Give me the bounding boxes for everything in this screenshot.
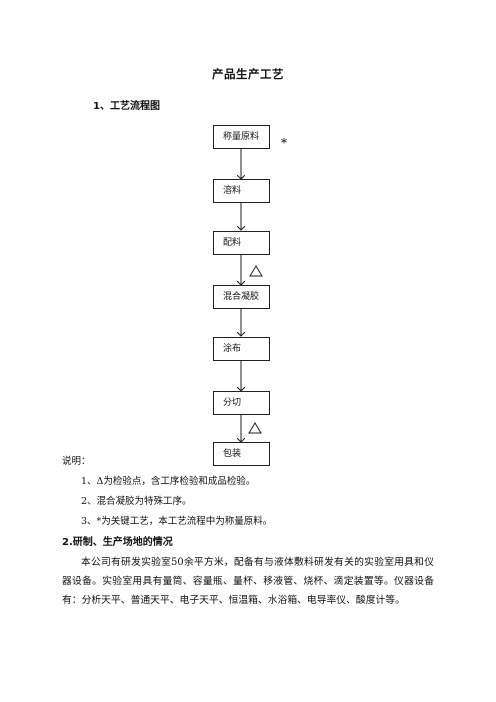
notes-label: 说明： [62, 456, 91, 467]
flow-step-box: 溶料 [213, 179, 270, 203]
section-heading-process-flow: 1、工艺流程图 [93, 101, 160, 112]
inspection-point-triangle-icon [248, 422, 262, 434]
flow-step-box: 分切 [213, 391, 270, 415]
page-title: 产品生产工艺 [212, 67, 284, 81]
key-process-mark: * [281, 136, 287, 150]
flow-step-box: 配料 [213, 231, 270, 255]
section-heading-facilities: 2.研制、生产场地的情况 [62, 537, 173, 548]
note-item: 2、混合凝胶为特殊工序。 [81, 496, 192, 507]
flow-step-box: 称量原料 [213, 125, 270, 149]
flow-step-box: 混合凝胶 [213, 285, 270, 309]
flow-step-box: 涂布 [213, 337, 270, 361]
inspection-point-triangle-icon [249, 265, 263, 277]
note-item: 3、*为关键工艺，本工艺流程中为称量原料。 [81, 516, 273, 527]
flow-step-box: 包装 [213, 442, 270, 466]
note-item: 1、Δ为检验点，含工序检验和成品检验。 [81, 476, 256, 487]
facilities-paragraph: 本公司有研发实验室50余平方米，配备有与液体敷料研发有关的实验室用具和仪器设备。… [62, 557, 434, 606]
